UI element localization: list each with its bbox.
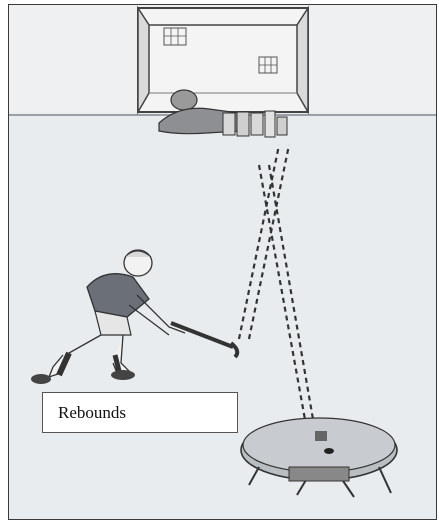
training-illustration	[9, 5, 436, 519]
goal	[138, 8, 308, 112]
ball-paths	[239, 145, 314, 425]
hockey-player	[31, 250, 237, 384]
rebounds-label: Rebounds	[42, 392, 238, 433]
rebound-board	[241, 418, 397, 497]
rebounds-label-text: Rebounds	[58, 403, 126, 423]
rebound-path-return	[259, 165, 306, 425]
rebound-path-up	[249, 145, 289, 339]
shot-path	[239, 145, 279, 339]
illustration-frame: Rebounds	[8, 4, 437, 520]
hockey-stick	[171, 323, 233, 347]
rebound-path-table	[269, 165, 314, 425]
